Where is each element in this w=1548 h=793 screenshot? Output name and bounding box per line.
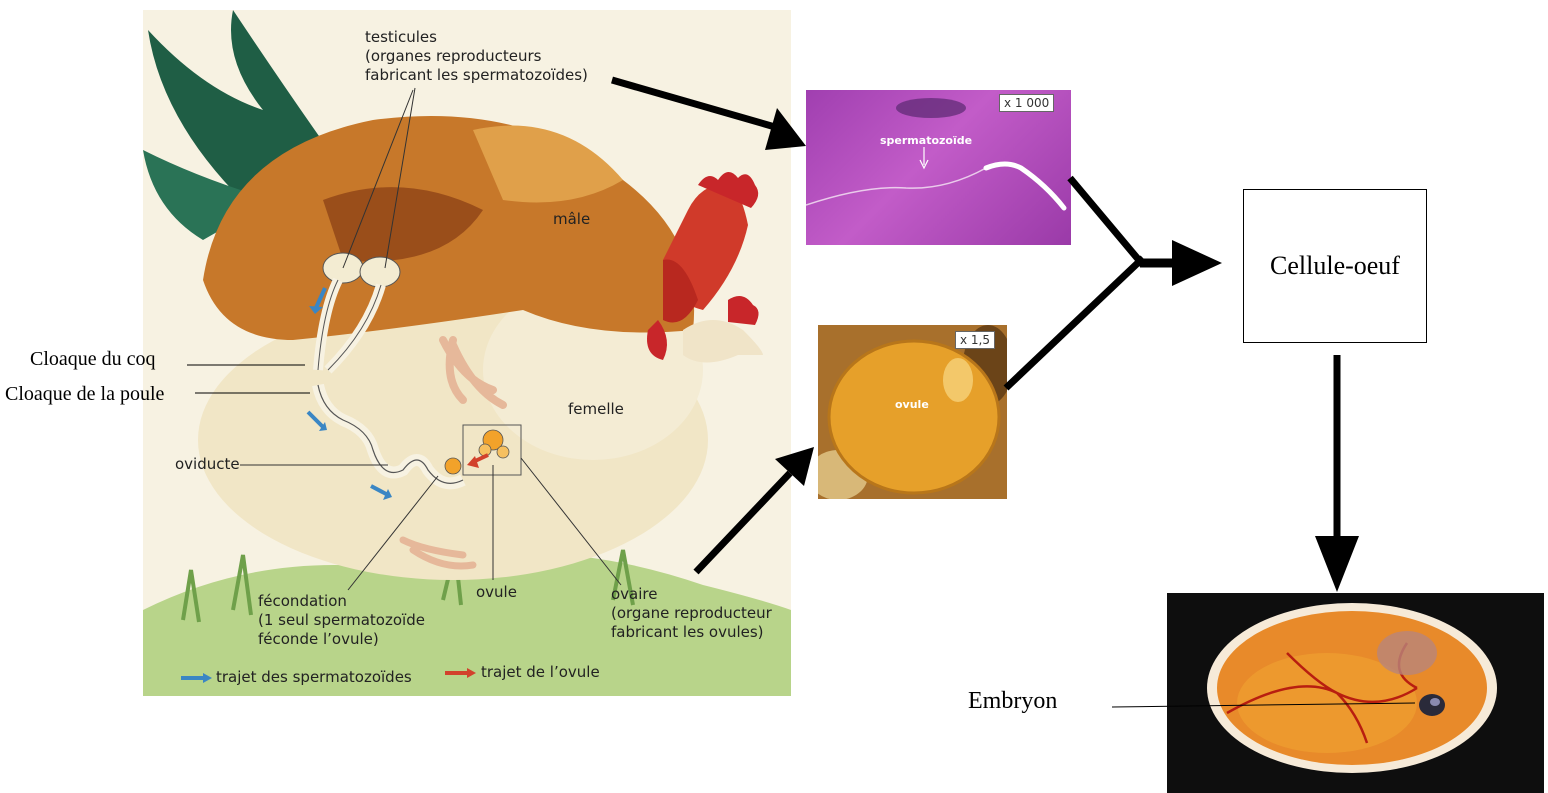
ovule-label: ovule	[476, 583, 517, 602]
ovule-drawing	[818, 325, 1007, 499]
femelle-label: femelle	[568, 400, 624, 419]
rooster-hen-illustration: testicules (organes reproducteurs fabric…	[143, 10, 791, 696]
cellule-oeuf-label: Cellule-oeuf	[1270, 251, 1400, 281]
legend-ovule-path: trajet de l’ovule	[481, 663, 600, 682]
cellule-oeuf-box: Cellule-oeuf	[1243, 189, 1427, 343]
male-label: mâle	[553, 210, 590, 229]
ovule-photo: x 1,5 ovule	[818, 325, 1007, 499]
oviducte-label: oviducte	[175, 455, 240, 474]
cloaque-coq-label: Cloaque du coq	[30, 348, 156, 371]
embryo-drawing	[1167, 593, 1544, 793]
spermatozoid-label: spermatozoïde	[880, 134, 972, 147]
fecondation-label: fécondation (1 seul spermatozoïde fécond…	[258, 592, 425, 649]
arrow-cellule-to-embryo	[1315, 355, 1359, 592]
cloaque-poule-label: Cloaque de la poule	[5, 383, 164, 406]
ovule-magnification: x 1,5	[955, 331, 995, 349]
sperm-magnification: x 1 000	[999, 94, 1054, 112]
ovule-photo-label: ovule	[895, 398, 929, 411]
legend-sperm-path: trajet des spermatozoïdes	[216, 668, 412, 687]
spermatozoid-drawing	[806, 90, 1071, 245]
spermatozoid-photo: x 1 000 spermatozoïde	[806, 90, 1071, 245]
ovaire-label: ovaire (organe reproducteur fabricant le…	[611, 585, 772, 642]
testicules-label: testicules (organes reproducteurs fabric…	[365, 28, 588, 85]
embryo-photo	[1167, 593, 1544, 793]
embryon-label: Embryon	[968, 688, 1057, 715]
